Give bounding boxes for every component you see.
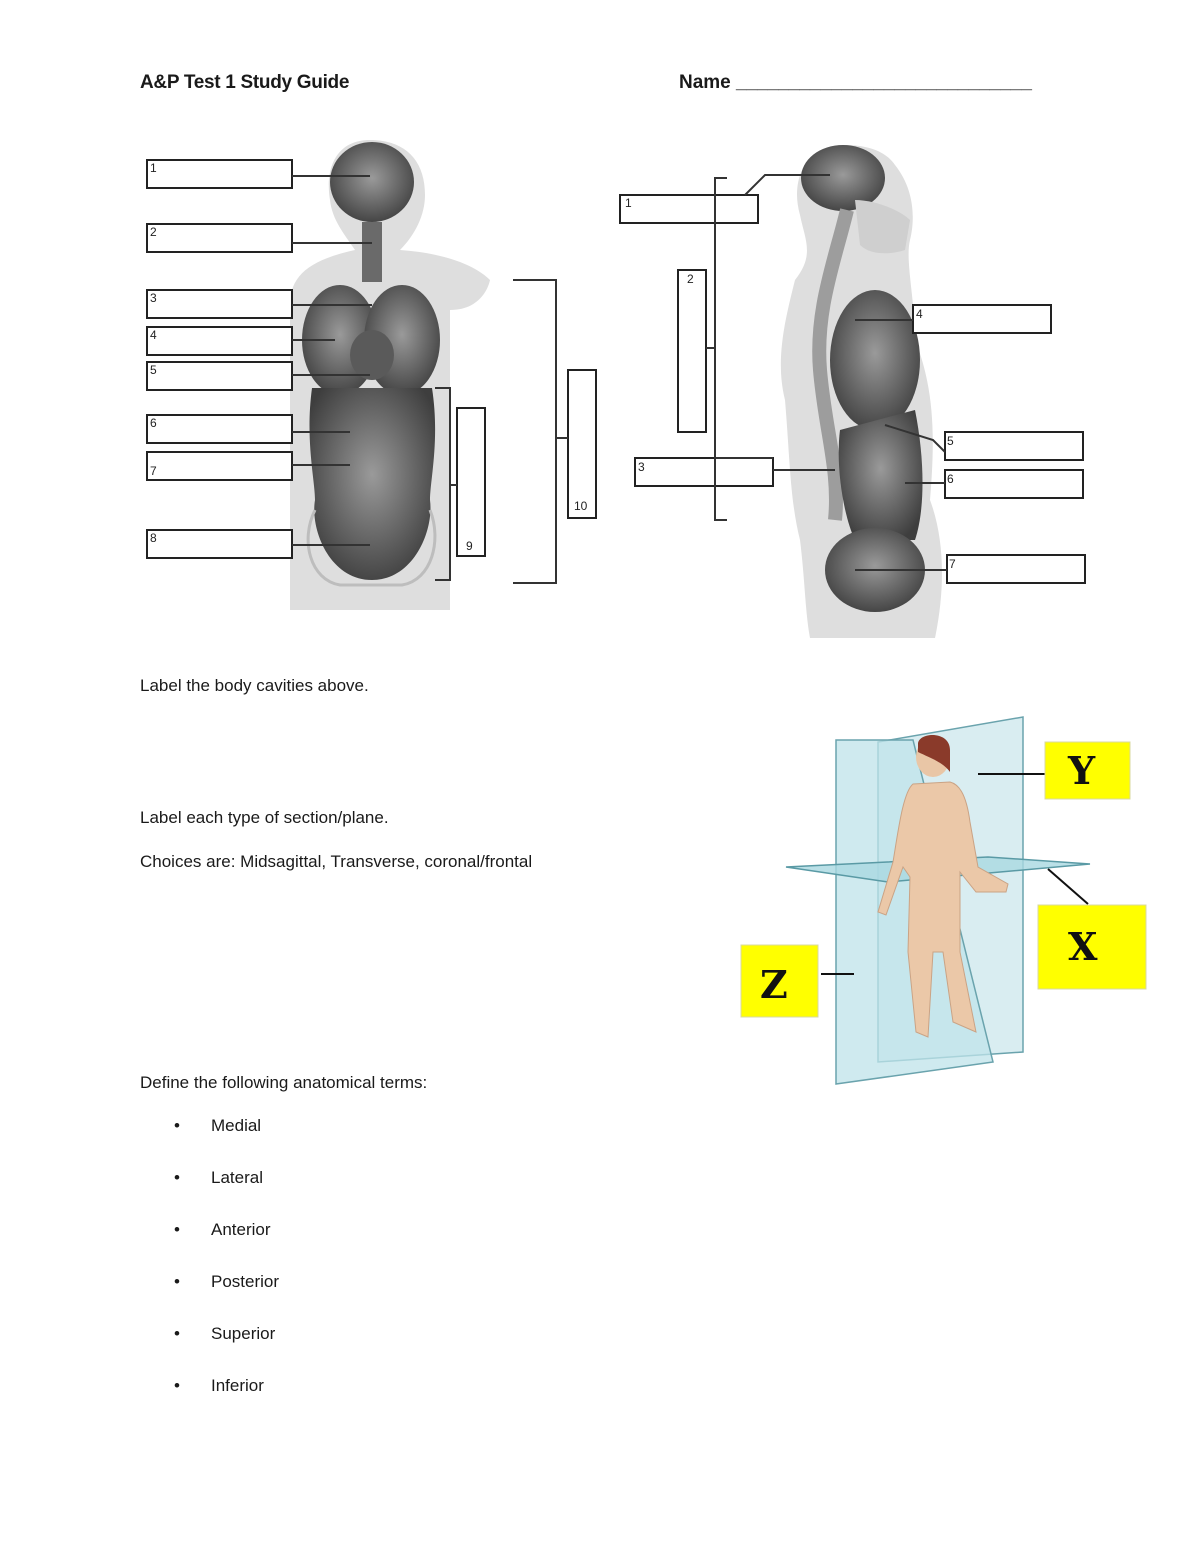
- lateral-label-5: 5: [947, 434, 954, 448]
- plane-label-x: X: [1068, 924, 1098, 969]
- define-instruction: Define the following anatomical terms:: [140, 1073, 427, 1093]
- cavity-label-3: 3: [150, 291, 157, 305]
- lateral-body-cavities-figure: 1 2 3 4 5 6 7: [615, 140, 1095, 640]
- list-item: • Lateral: [140, 1164, 279, 1216]
- list-item: • Medial: [140, 1112, 279, 1164]
- term-text: Lateral: [211, 1168, 263, 1187]
- bullet-icon: •: [174, 1164, 180, 1192]
- list-item: • Superior: [140, 1320, 279, 1372]
- bullet-icon: •: [174, 1372, 180, 1400]
- planes-instruction: Label each type of section/plane.: [140, 808, 389, 828]
- cavity-label-7: 7: [150, 464, 157, 478]
- bullet-icon: •: [174, 1216, 180, 1244]
- cavity-label-8: 8: [150, 531, 157, 545]
- term-text: Medial: [211, 1116, 261, 1135]
- plane-label-z: Z: [760, 962, 788, 1007]
- cavity-label-9: 9: [466, 539, 473, 553]
- body-planes-figure: Y X Z: [738, 712, 1150, 1090]
- bullet-icon: •: [174, 1320, 180, 1348]
- cavity-label-1: 1: [150, 161, 157, 175]
- list-item: • Posterior: [140, 1268, 279, 1320]
- term-text: Anterior: [211, 1220, 271, 1239]
- lateral-label-7: 7: [949, 557, 956, 571]
- list-item: • Anterior: [140, 1216, 279, 1268]
- name-field-label: Name ____________________________: [679, 72, 1032, 94]
- cavity-label-4: 4: [150, 328, 157, 342]
- page-title: A&P Test 1 Study Guide: [140, 72, 349, 94]
- lateral-label-4: 4: [916, 307, 923, 321]
- bullet-icon: •: [174, 1112, 180, 1140]
- lateral-label-2: 2: [687, 272, 694, 286]
- list-item: • Inferior: [140, 1372, 279, 1424]
- lateral-label-1: 1: [625, 196, 632, 210]
- term-text: Inferior: [211, 1376, 264, 1395]
- cavity-label-6: 6: [150, 416, 157, 430]
- term-text: Posterior: [211, 1272, 279, 1291]
- cavities-instruction: Label the body cavities above.: [140, 676, 369, 696]
- planes-choices: Choices are: Midsagittal, Transverse, co…: [140, 852, 532, 872]
- bullet-icon: •: [174, 1268, 180, 1296]
- plane-label-y: Y: [1067, 748, 1096, 793]
- lateral-label-3: 3: [638, 460, 645, 474]
- lateral-label-6: 6: [947, 472, 954, 486]
- anterior-body-cavities-figure: 1 2 3 4 5 6 7 8 9 10: [140, 140, 610, 615]
- term-text: Superior: [211, 1324, 275, 1343]
- cavity-label-5: 5: [150, 363, 157, 377]
- cavity-label-10: 10: [574, 499, 588, 513]
- anatomical-terms-list: • Medial • Lateral • Anterior • Posterior • S…: [140, 1112, 279, 1424]
- cavity-label-2: 2: [150, 225, 157, 239]
